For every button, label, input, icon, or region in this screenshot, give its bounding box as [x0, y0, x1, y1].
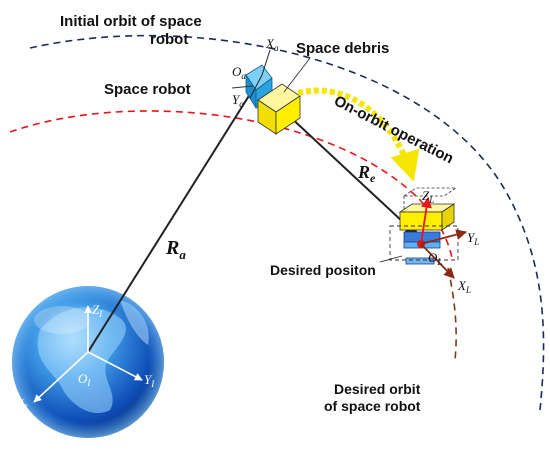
desired-orbit-label-line2: of space robot	[324, 398, 421, 414]
vector-re	[271, 99, 420, 237]
origin-oa-label: Oa	[232, 64, 246, 81]
earth	[12, 286, 164, 438]
origin-oi-label: OI	[78, 371, 91, 388]
axis-xl-label: XL	[457, 278, 471, 295]
desired-orbit-label-line1: Desired orbit	[334, 381, 421, 397]
vector-re-label: Re	[357, 162, 376, 185]
axis-yl-label: YL	[467, 230, 479, 247]
vector-ra	[87, 73, 263, 353]
axis-zi-label: ZI	[92, 302, 103, 319]
vector-ra-label: Ra	[165, 237, 186, 262]
axis-xl	[420, 243, 455, 279]
on-orbit-operation-arrow	[297, 87, 420, 182]
axis-xi	[33, 351, 89, 403]
desired-position-label: Desired positon	[270, 262, 376, 278]
desired-orbit-brown	[447, 267, 457, 361]
desired-position-box	[389, 225, 459, 261]
initial-orbit-label-line1: Initial orbit of space	[60, 13, 202, 30]
origin-ol-label: OL	[428, 250, 442, 267]
axis-ya-label: Ya	[232, 92, 244, 109]
axis-yi	[87, 351, 143, 381]
axis-yi-label: YI	[144, 372, 155, 389]
on-orbit-operation-label: On-orbit operation	[331, 92, 456, 167]
initial-orbit	[29, 34, 545, 411]
space-debris	[257, 83, 301, 135]
axis-xa-label: Xa	[265, 36, 279, 53]
axis-zl-label: ZL	[422, 188, 434, 205]
axis-zl	[420, 196, 432, 245]
space-robot-label: Space robot	[104, 81, 191, 98]
space-debris-label: Space debris	[296, 40, 389, 57]
initial-orbit-label-line2: robot	[150, 31, 188, 48]
axis-yl	[420, 229, 468, 245]
axis-xi-label: XI	[15, 396, 28, 413]
